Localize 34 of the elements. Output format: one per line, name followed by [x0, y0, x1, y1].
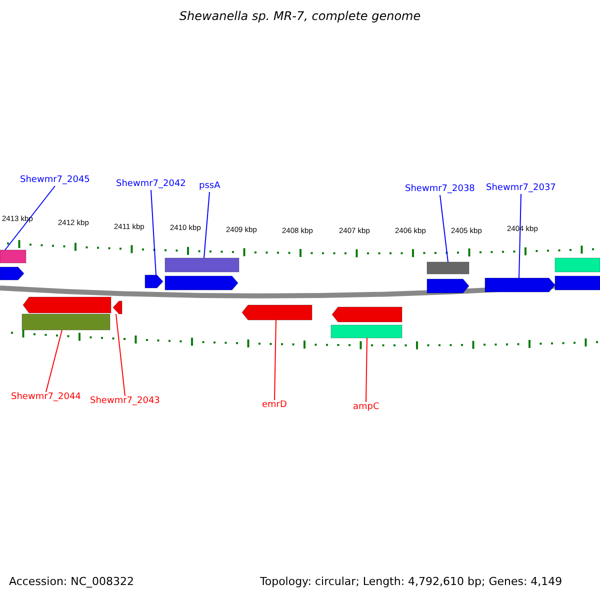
gene-label: Shewmr7_2042: [116, 179, 186, 190]
leader-line: [440, 194, 448, 262]
gene-label: pssA: [199, 181, 220, 192]
gene-block: [330, 324, 402, 338]
leader-line: [204, 192, 210, 258]
leader-line: [274, 320, 276, 400]
gene-label: ampC: [353, 402, 380, 413]
gene-label: Shewmr7_2038: [405, 184, 475, 195]
gene-block: [554, 258, 600, 272]
gene-label: Shewmr7_2045: [20, 175, 90, 186]
gene-label: emrD: [262, 400, 287, 411]
leader-line: [46, 330, 62, 392]
gene-block: [0, 266, 25, 280]
leader-line: [116, 314, 126, 396]
gene-block: [484, 278, 556, 292]
leader-line: [366, 338, 368, 402]
gene-block: [164, 258, 240, 272]
gene-label: Shewmr7_2044: [11, 392, 81, 403]
gene-block: [22, 314, 110, 330]
gene-block: [241, 304, 312, 320]
gene-block: [426, 278, 470, 294]
map-title: Shewanella sp. MR-7, complete genome: [179, 9, 421, 24]
gene-block: [554, 276, 600, 290]
gene-label: Shewmr7_2043: [90, 396, 160, 407]
gene-block: [144, 274, 164, 288]
footer-note: Accession: NC_008322: [9, 575, 134, 588]
leader-line: [150, 190, 156, 276]
footer-note: Topology: circular; Length: 4,792,610 bp; Genes: 4,149: [260, 575, 562, 588]
leader-line: [4, 186, 56, 250]
gene-block: [331, 306, 402, 322]
gene-block: [0, 250, 26, 264]
leader-line: [518, 194, 522, 278]
gene-block: [426, 262, 470, 274]
gene-label: Shewmr7_2037: [486, 183, 556, 194]
